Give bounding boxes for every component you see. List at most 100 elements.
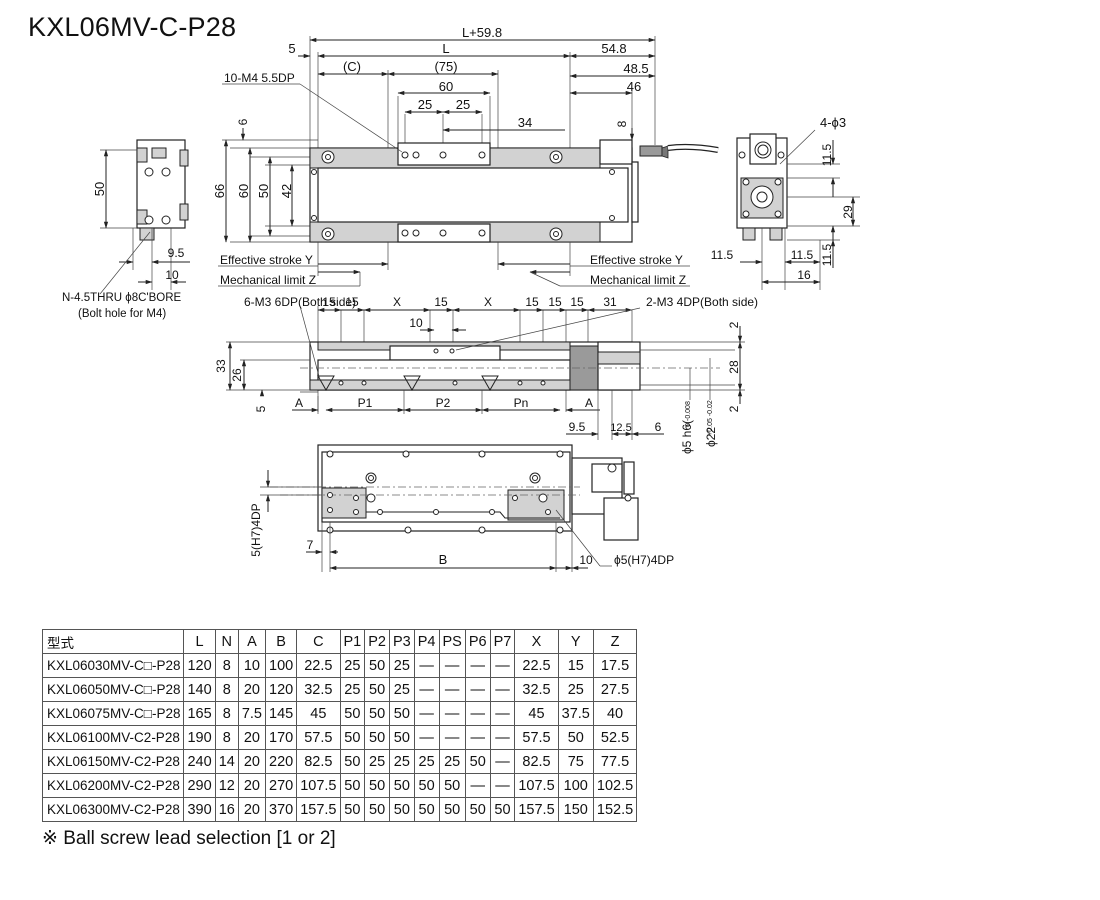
value-cell: — bbox=[489, 725, 516, 750]
value-cell: — bbox=[489, 749, 516, 774]
value-cell: 100 bbox=[264, 653, 298, 678]
dim-c: (C) bbox=[343, 59, 361, 74]
value-cell: 50 bbox=[339, 797, 366, 822]
value-cell: 50 bbox=[364, 677, 390, 702]
dim-54-8: 54.8 bbox=[601, 41, 626, 56]
value-cell: 120 bbox=[264, 677, 298, 702]
value-cell: 390 bbox=[183, 797, 216, 822]
value-cell: 20 bbox=[237, 725, 267, 750]
column-header: N bbox=[214, 629, 239, 654]
value-cell: 25 bbox=[339, 653, 366, 678]
value-cell: 170 bbox=[264, 725, 298, 750]
value-cell: — bbox=[464, 773, 491, 798]
value-cell: 50 bbox=[389, 797, 415, 822]
value-cell: 50 bbox=[339, 749, 366, 774]
phi22-tolerance: +0.05 -0.02 bbox=[707, 400, 714, 436]
bore-note: (Bolt hole for M4) bbox=[78, 308, 166, 320]
model-cell: KXL06100MV-C2-P28 bbox=[41, 725, 185, 750]
phi22-label: ϕ22 bbox=[704, 427, 718, 447]
value-cell: 20 bbox=[237, 749, 267, 774]
model-cell: KXL06075MV-C□-P28 bbox=[41, 701, 185, 726]
column-header: P4 bbox=[413, 629, 440, 654]
value-cell: 20 bbox=[237, 773, 267, 798]
side-view: 6-M3 6DP(Both side) 2-M3 4DP(Both side) … bbox=[214, 295, 758, 454]
value-cell: 7.5 bbox=[237, 701, 267, 726]
phi5-tolerance: 0 -0.008 bbox=[685, 401, 692, 427]
value-cell: 16 bbox=[214, 797, 239, 822]
value-cell: 50 bbox=[364, 725, 390, 750]
right-dim-11-5-d: 11.5 bbox=[791, 248, 814, 262]
value-cell: 10 bbox=[237, 653, 267, 678]
value-cell: 50 bbox=[438, 773, 466, 798]
model-cell: KXL06050MV-C□-P28 bbox=[41, 677, 185, 702]
side-6: 6 bbox=[655, 420, 662, 434]
column-header: A bbox=[237, 629, 267, 654]
value-cell: — bbox=[464, 653, 491, 678]
value-cell: 140 bbox=[183, 677, 216, 702]
dim-50-v: 50 bbox=[256, 184, 271, 198]
bottom-10: 10 bbox=[579, 553, 593, 567]
value-cell: 50 bbox=[464, 749, 491, 774]
value-cell: 22.5 bbox=[296, 653, 341, 678]
value-cell: — bbox=[464, 701, 491, 726]
side-5: 5 bbox=[254, 405, 268, 412]
value-cell: 165 bbox=[183, 701, 216, 726]
value-cell: 370 bbox=[264, 797, 298, 822]
value-cell: 20 bbox=[237, 797, 267, 822]
side-p1: P1 bbox=[358, 396, 373, 410]
bottom-view: 5(H7)4DP 7 B 10 ϕ5(H7)4DP bbox=[249, 444, 674, 572]
side-26: 26 bbox=[230, 368, 244, 382]
model-cell: KXL06200MV-C2-P28 bbox=[41, 773, 185, 798]
side-a-1: A bbox=[295, 396, 303, 410]
bottom-b: B bbox=[439, 552, 448, 567]
value-cell: 50 bbox=[389, 773, 415, 798]
value-cell: — bbox=[438, 725, 466, 750]
side-9-5: 9.5 bbox=[569, 420, 586, 434]
value-cell: 50 bbox=[364, 773, 390, 798]
mount-holes-top bbox=[311, 150, 615, 241]
side-p2: P2 bbox=[436, 396, 451, 410]
m4-callout: 10-M4 5.5DP bbox=[224, 71, 295, 85]
value-cell: 50 bbox=[339, 773, 366, 798]
side-15-a: 15 bbox=[322, 295, 336, 309]
value-cell: 25 bbox=[557, 677, 594, 702]
effective-stroke-right: Effective stroke Y bbox=[590, 253, 683, 267]
value-cell: 25 bbox=[413, 749, 440, 774]
side-12-5: 12.5 bbox=[610, 422, 631, 434]
value-cell: — bbox=[413, 677, 440, 702]
value-cell: 157.5 bbox=[514, 797, 559, 822]
value-cell: 50 bbox=[364, 653, 390, 678]
value-cell: 25 bbox=[438, 749, 466, 774]
value-cell: 50 bbox=[364, 797, 390, 822]
value-cell: 17.5 bbox=[592, 653, 638, 678]
value-cell: 8 bbox=[214, 653, 239, 678]
side-x-2: X bbox=[484, 295, 492, 309]
left-dim-10: 10 bbox=[165, 268, 179, 282]
column-header: L bbox=[183, 629, 216, 654]
bottom-7: 7 bbox=[307, 538, 314, 552]
dim-66: 66 bbox=[212, 184, 227, 198]
right-end-view: 4-ϕ3 11.5 29 11.5 11.5 11.5 16 bbox=[711, 115, 860, 290]
dim-34: 34 bbox=[518, 115, 532, 130]
value-cell: — bbox=[438, 677, 466, 702]
side-2-a: 2 bbox=[727, 321, 741, 328]
value-cell: — bbox=[489, 701, 516, 726]
lead-selection-note: ※ Ball screw lead selection [1 or 2] bbox=[42, 828, 336, 849]
value-cell: 220 bbox=[264, 749, 298, 774]
value-cell: 270 bbox=[264, 773, 298, 798]
side-a-2: A bbox=[585, 396, 593, 410]
right-dim-11-5-b: 11.5 bbox=[820, 243, 834, 266]
value-cell: 50 bbox=[464, 797, 491, 822]
bottom-holes bbox=[326, 450, 632, 534]
bottom-5h7-label: 5(H7)4DP bbox=[249, 503, 263, 556]
m3-6dp-callout: 6-M3 6DP(Both side) bbox=[244, 295, 356, 309]
value-cell: 50 bbox=[389, 701, 415, 726]
side-15-c: 15 bbox=[434, 295, 448, 309]
value-cell: 75 bbox=[557, 749, 594, 774]
column-header: 型式 bbox=[41, 629, 185, 654]
side-31: 31 bbox=[603, 295, 617, 309]
value-cell: — bbox=[464, 725, 491, 750]
